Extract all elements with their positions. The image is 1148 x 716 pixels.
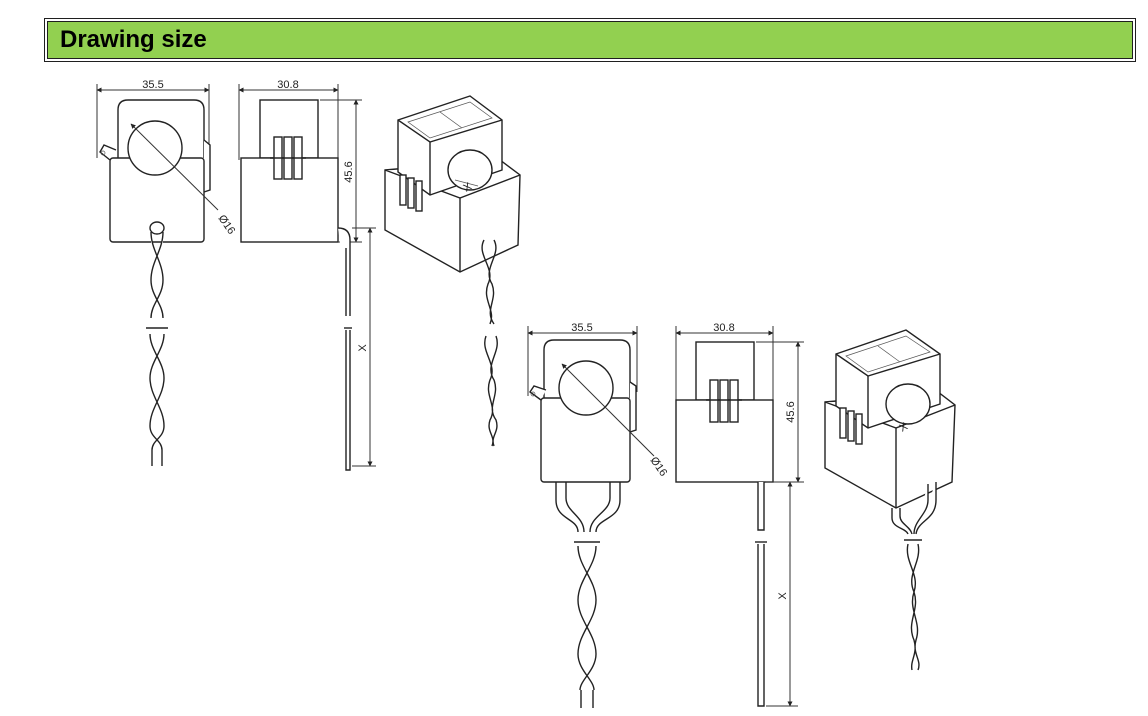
- side-height-label-a: 45.6: [343, 161, 355, 182]
- side-view-b: 30.8 45.6 X: [675, 322, 804, 707]
- side-cable-label-b: X: [777, 592, 789, 600]
- side-cable-label-a: X: [357, 344, 369, 352]
- section-title: Drawing size: [60, 26, 207, 53]
- front-view-b: 35.5 Ø16: [527, 322, 670, 708]
- front-diameter-label-b: Ø16: [648, 455, 670, 479]
- iso-view-b: X: [824, 329, 956, 671]
- iso-view-a: X: [384, 95, 521, 447]
- side-width-label-a: 30.8: [277, 79, 298, 91]
- drawing-b: 35.5 Ø16 30.8: [527, 322, 956, 708]
- front-width-label-b: 35.5: [571, 322, 592, 334]
- section-header-bar: Drawing size: [47, 21, 1133, 59]
- front-diameter-label-a: Ø16: [216, 213, 238, 237]
- front-view-a: 35.5 Ø16: [96, 79, 238, 466]
- front-width-label-a: 35.5: [142, 79, 163, 91]
- section-header: Drawing size: [44, 18, 1136, 62]
- side-height-label-b: 45.6: [785, 401, 797, 422]
- side-view-a: 30.8 45.6 X: [238, 79, 376, 471]
- side-width-label-b: 30.8: [713, 322, 734, 334]
- drawing-a: 35.5 Ø16: [96, 79, 521, 471]
